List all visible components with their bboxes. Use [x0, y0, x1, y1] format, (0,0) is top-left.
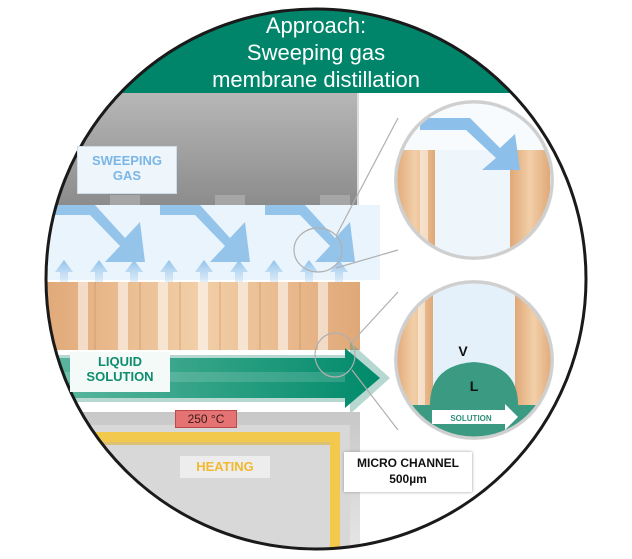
- title-line-2: Sweeping gas: [246, 40, 386, 65]
- zoom-connector-lines: [293, 117, 399, 431]
- zoom-detail-liquid: [394, 280, 554, 440]
- micro-channel-label-line-1: MICRO CHANNEL: [357, 456, 459, 470]
- liquid-label: L: [469, 378, 479, 394]
- sweeping-gas-arrows: [55, 205, 355, 262]
- temperature-badge: 250 °C: [175, 410, 237, 428]
- permeate-vapor-arrows: [55, 260, 348, 300]
- outer-frame: [44, 7, 588, 551]
- liquid-solution-label: LIQUID SOLUTION: [70, 352, 170, 392]
- sweeping-gas-label-line-2: GAS: [112, 168, 142, 183]
- heating-label: HEATING: [180, 456, 270, 478]
- micro-channel-label-line-2: 500µm: [389, 472, 427, 486]
- sweeping-gas-label-line-1: SWEEPING: [91, 153, 163, 168]
- liquid-solution-label-line-2: SOLUTION: [86, 369, 154, 384]
- title-line-3: membrane distillation: [212, 67, 420, 92]
- heating-element: [80, 432, 340, 549]
- solution-label: SOLUTION: [450, 414, 492, 423]
- title-line-1: Approach:: [265, 13, 367, 38]
- vapor-label: V: [458, 343, 468, 359]
- liquid-solution-label-line-1: LIQUID: [97, 354, 143, 369]
- sweeping-gas-label: SWEEPING GAS: [77, 146, 177, 194]
- micro-channel-label: MICRO CHANNEL 500µm: [344, 452, 472, 492]
- zoom-detail-gas: [394, 100, 554, 260]
